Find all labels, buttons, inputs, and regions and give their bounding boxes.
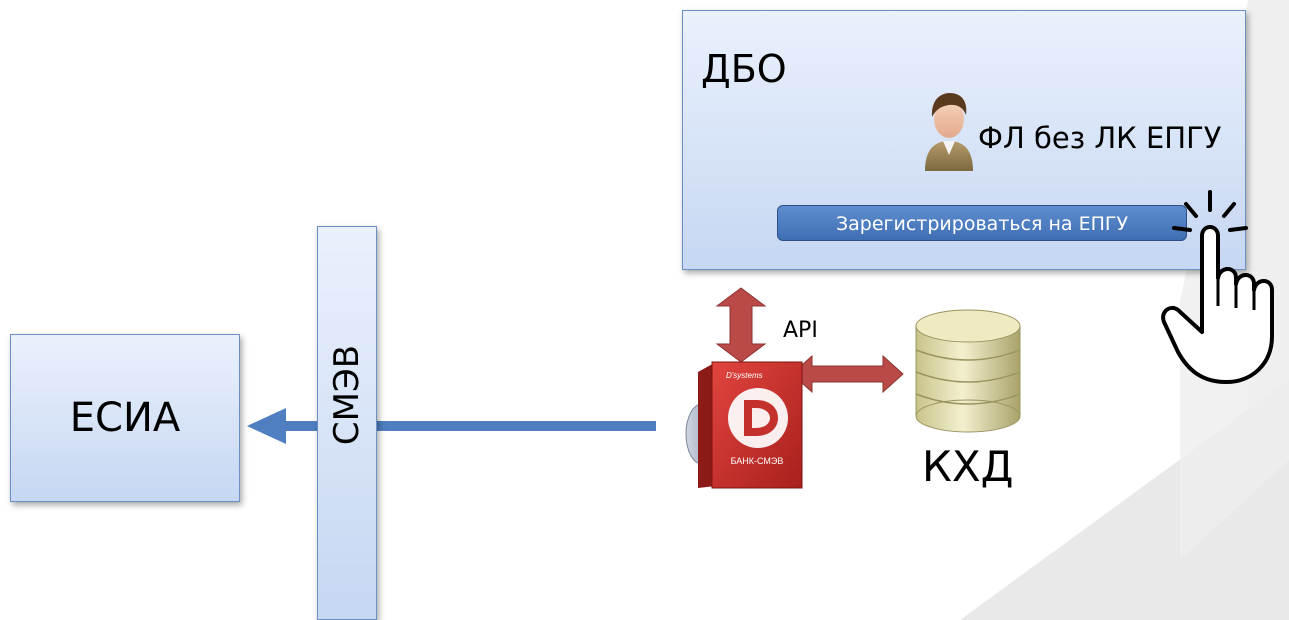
software-box-icon: D'systems БАНК-СМЭВ: [685, 361, 803, 489]
smev-bar: СМЭВ: [317, 226, 377, 620]
smev-label: СМЭВ: [327, 344, 367, 446]
dbo-box: ДБО ФЛ без ЛК ЕПГУ Зарегистрироваться на…: [682, 10, 1246, 270]
api-double-arrow: [715, 287, 767, 363]
person-icon: [925, 93, 973, 171]
fl-label: ФЛ без ЛК ЕПГУ: [978, 121, 1222, 155]
khd-double-arrow: [791, 354, 904, 394]
blue-arrow-head: [247, 408, 286, 444]
database-icon: [915, 309, 1021, 433]
smev-flow-arrow: [247, 408, 656, 444]
register-on-epgu-button[interactable]: Зарегистрироваться на ЕПГУ: [777, 205, 1187, 241]
product-name-text: БАНК-СМЭВ: [731, 456, 784, 466]
blue-arrow-line: [278, 421, 656, 431]
product-brand-text: D'systems: [726, 371, 763, 380]
esia-label: ЕСИА: [69, 395, 181, 441]
esia-box: ЕСИА: [10, 334, 240, 502]
api-label: API: [783, 318, 818, 343]
hand-pointer-icon: [1161, 190, 1274, 384]
khd-label: КХД: [922, 442, 1014, 491]
dbo-title: ДБО: [701, 47, 787, 91]
